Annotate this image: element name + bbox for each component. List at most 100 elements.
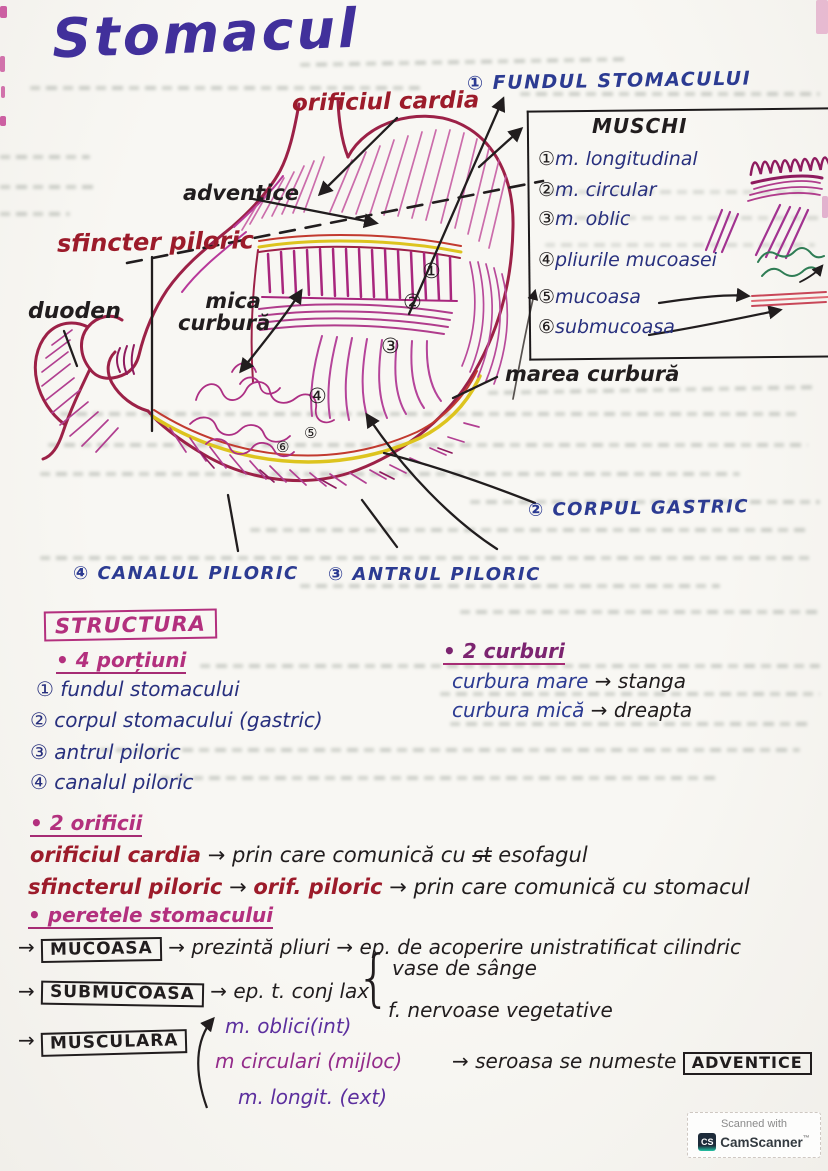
stomach-outline <box>33 99 515 483</box>
muschi-title: MUSCHI <box>592 114 688 138</box>
badge-app-name: CamScanner™ <box>720 1134 810 1150</box>
muschi-item-label: m. longitudinal <box>555 148 698 170</box>
label-marea-curbura: marea curbură <box>505 362 680 386</box>
portiuni-item: ③ antrul piloric <box>30 740 181 764</box>
curburi-row: curbura mare → stanga <box>452 671 686 692</box>
orificii-line1-text: → prin care comunică cu <box>207 843 466 867</box>
muschi-item: ②m. circular <box>538 180 656 201</box>
scan-edge-mark <box>822 196 828 218</box>
orificii-heading: • 2 orificii <box>30 811 143 837</box>
struck-word: st <box>472 843 492 867</box>
muschi-item-label: pliurile mucoasei <box>555 249 717 271</box>
mucoasa-box: MUCOASA <box>40 936 163 963</box>
muschi-item-label: submucoasa <box>555 316 675 338</box>
mica-line1: mica <box>205 289 261 313</box>
canalul-leader-line <box>226 493 240 553</box>
greater-curvature-hatching <box>169 422 480 489</box>
adventice-box: ADVENTICE <box>682 1052 812 1075</box>
submucoasa-branch1: vase de sânge <box>392 956 537 980</box>
label-mica-curbura: mica curbură <box>178 290 270 334</box>
submucoasa-text: → ep. t. conj lax <box>210 979 370 1003</box>
mica-line2: curbură <box>178 311 271 336</box>
antrul-leader-line <box>360 498 399 549</box>
right-wall-hatching <box>461 261 509 385</box>
curbura-mare-value: stanga <box>617 669 687 693</box>
scan-edge-mark <box>0 56 5 72</box>
bleed-through-artifact <box>40 556 810 560</box>
duoden-leader-line <box>62 329 79 368</box>
diagram-number-5: ⑤ <box>304 424 318 442</box>
sfincterul-piloric-term: sfincterul piloric <box>28 875 223 899</box>
bleed-through-artifact <box>40 472 740 476</box>
musculara-item2: m circulari (mijloc) <box>215 1049 403 1073</box>
bleed-through-artifact <box>440 692 820 696</box>
diagram-number-1: ① <box>422 259 441 283</box>
muschi-item-num: ④ <box>538 249 556 271</box>
arrow-glyph: → <box>18 935 35 959</box>
label-adventice: adventice <box>183 181 300 205</box>
bleed-through-artifact <box>545 243 815 247</box>
page-title: Stomacul <box>50 0 361 71</box>
arrow-glyph: → <box>594 669 612 693</box>
musculara-row: → MUSCULARA <box>18 1029 188 1057</box>
label-fundul-stomacului: ① FUNDUL STOMACULUI <box>466 67 752 95</box>
musculara-item1: m. oblici(int) <box>225 1014 352 1038</box>
muschi-item: ③m. oblic <box>538 209 630 230</box>
curbura-mica-label: curbura mică <box>452 698 585 722</box>
diagram-number-6: ⑥ <box>276 438 290 456</box>
trademark-symbol: ™ <box>802 1134 810 1142</box>
muschi-item: ①m. longitudinal <box>538 148 698 170</box>
diagram-number-3: ③ <box>381 334 400 358</box>
muschi-item-num: ⑥ <box>538 316 556 338</box>
oblique-layer-lines <box>310 335 442 421</box>
bleed-through-artifact <box>460 610 820 614</box>
bleed-through-artifact <box>545 190 815 194</box>
portiuni-item: ② corpul stomacului (gastric) <box>30 708 323 732</box>
portiuni-item: ④ canalul piloric <box>30 770 194 794</box>
label-orificiul-cardia: orificiul cardia <box>291 87 480 117</box>
muschi-item-num: ① <box>538 148 556 170</box>
box-pointer-arrow <box>477 126 524 169</box>
orificii-line2-text: → prin care comunică cu stomacul <box>389 875 750 899</box>
musculara-box: MUSCULARA <box>40 1029 188 1057</box>
cardia-leader-arrow <box>317 116 399 197</box>
muschi-item: ⑥submucoasa <box>538 316 675 338</box>
bleed-through-artifact <box>520 92 820 96</box>
bleed-through-artifact <box>560 216 820 220</box>
camscanner-badge: Scanned with CS CamScanner™ <box>687 1112 821 1158</box>
label-canalul-piloric: ④ CANALUL PILORIC <box>73 563 299 584</box>
camscanner-logo-icon: CS <box>698 1133 717 1151</box>
bleed-through-artifact <box>0 155 90 159</box>
bleed-through-artifact <box>30 86 420 90</box>
badge-line1: Scanned with <box>720 1118 788 1130</box>
muschi-item: ⑤mucoasa <box>538 286 641 308</box>
diagram-number-4: ④ <box>308 384 327 408</box>
submucoasa-box: SUBMUCOASA <box>40 980 205 1008</box>
scan-edge-mark <box>1 86 5 98</box>
arrow-glyph: → <box>229 875 247 899</box>
submucoasa-row: → SUBMUCOASA → ep. t. conj lax <box>18 979 370 1008</box>
musculara-brace <box>197 1016 215 1109</box>
curbura-mare-label: curbura mare <box>452 669 589 693</box>
scan-edge-mark <box>0 116 6 126</box>
muschi-item-label: mucoasa <box>555 286 641 308</box>
bleed-through-artifact <box>200 664 820 668</box>
circular-layer-lines <box>258 303 453 335</box>
orif-piloric-term: orif. piloric <box>253 875 383 899</box>
structura-heading: STRUCTURA <box>43 608 218 642</box>
submucoasa-branch2: f. nervoase vegetative <box>388 998 613 1022</box>
bleed-through-artifact <box>60 412 800 416</box>
orificii-line2: sfincterul piloric → orif. piloric → pri… <box>28 876 750 898</box>
black-annotations <box>62 96 545 553</box>
bleed-through-artifact <box>450 722 810 726</box>
bleed-through-artifact <box>0 212 70 216</box>
bleed-through-artifact <box>250 528 810 532</box>
label-duoden: duoden <box>28 299 121 324</box>
orificii-line1-tail: esofagul <box>498 843 588 867</box>
seroasa-text: → seroasa se numeste <box>452 1049 677 1073</box>
muschi-item-num: ⑤ <box>538 286 556 308</box>
diagram-number-2: ② <box>403 290 422 314</box>
portiuni-item: ① fundul stomacului <box>36 677 240 701</box>
label-sfincter-piloric: sfincter piloric <box>56 226 255 258</box>
bleed-through-artifact <box>160 776 720 780</box>
